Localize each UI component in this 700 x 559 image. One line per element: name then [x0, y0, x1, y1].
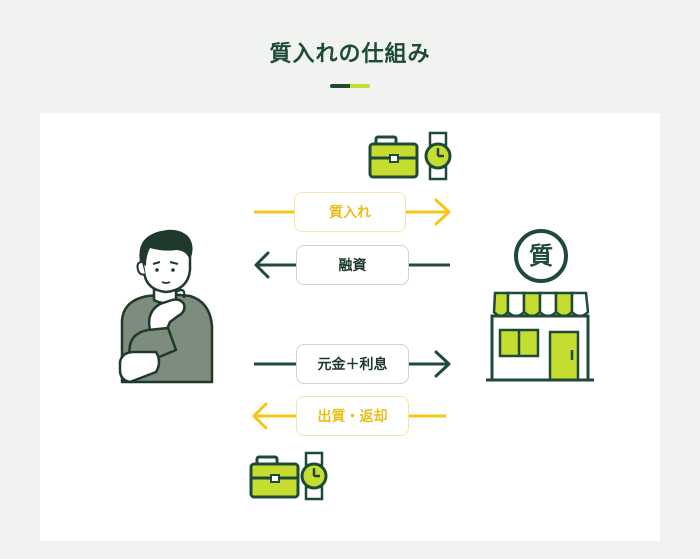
- title-underline-lime: [350, 84, 370, 88]
- watch-icon: [300, 451, 328, 501]
- arrow-to-person-yellow: [252, 402, 446, 430]
- arrow-to-store-dark: [254, 350, 451, 378]
- title-underline: [330, 84, 370, 88]
- arrow-to-store-yellow: [254, 198, 451, 226]
- watch-icon: [424, 131, 452, 181]
- flow-label-loan: 融資: [296, 245, 409, 285]
- bag-icon: [368, 135, 419, 179]
- arrow-to-person-dark: [254, 251, 450, 279]
- flow-label-return: 出質・返却: [296, 396, 409, 436]
- title-underline-dark: [330, 84, 350, 88]
- flow-label-pawn: 質入れ: [294, 192, 406, 232]
- store-sign-text: 質: [529, 242, 553, 270]
- store-illustration: [486, 229, 594, 382]
- page-title: 質入れの仕組み: [269, 42, 431, 67]
- person-illustration: [118, 229, 214, 384]
- bag-icon: [249, 455, 300, 499]
- flow-label-repayment: 元金＋利息: [296, 344, 409, 384]
